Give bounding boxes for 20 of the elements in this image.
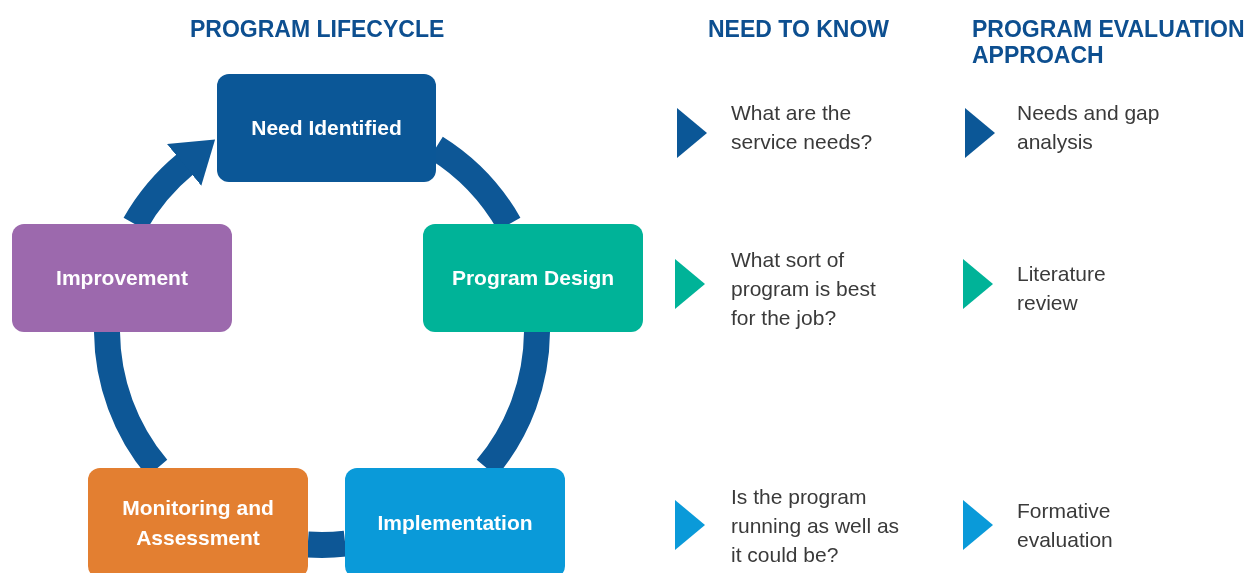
- row-text: What sort of program is best for the job?: [731, 247, 877, 331]
- column-heading: PROGRAM EVALUATION APPROACH: [972, 16, 1246, 68]
- stage-label: Need Identified: [251, 115, 402, 141]
- cycle-connector: [307, 530, 347, 558]
- stage-box: [345, 468, 565, 573]
- stage-box: [12, 224, 232, 332]
- stage-label: Monitoring and Assessment: [121, 495, 275, 551]
- row-text: What are the service needs?: [731, 100, 874, 155]
- stage-box: [217, 74, 436, 182]
- row-text: Literature review: [1017, 261, 1107, 316]
- row-text: Is the program running as well as it could be?: [731, 484, 901, 568]
- stage-label: Improvement: [56, 265, 188, 291]
- stage-label: Program Design: [451, 265, 615, 291]
- column-heading: PROGRAM LIFECYCLE: [190, 16, 446, 42]
- column-heading: NEED TO KNOW: [708, 16, 891, 42]
- stage-label: Implementation: [377, 510, 533, 536]
- row-text: Formative evaluation: [1017, 498, 1114, 553]
- row-text: Needs and gap analysis: [1017, 100, 1161, 155]
- stage-box: [88, 468, 308, 573]
- stage-box: [423, 224, 643, 332]
